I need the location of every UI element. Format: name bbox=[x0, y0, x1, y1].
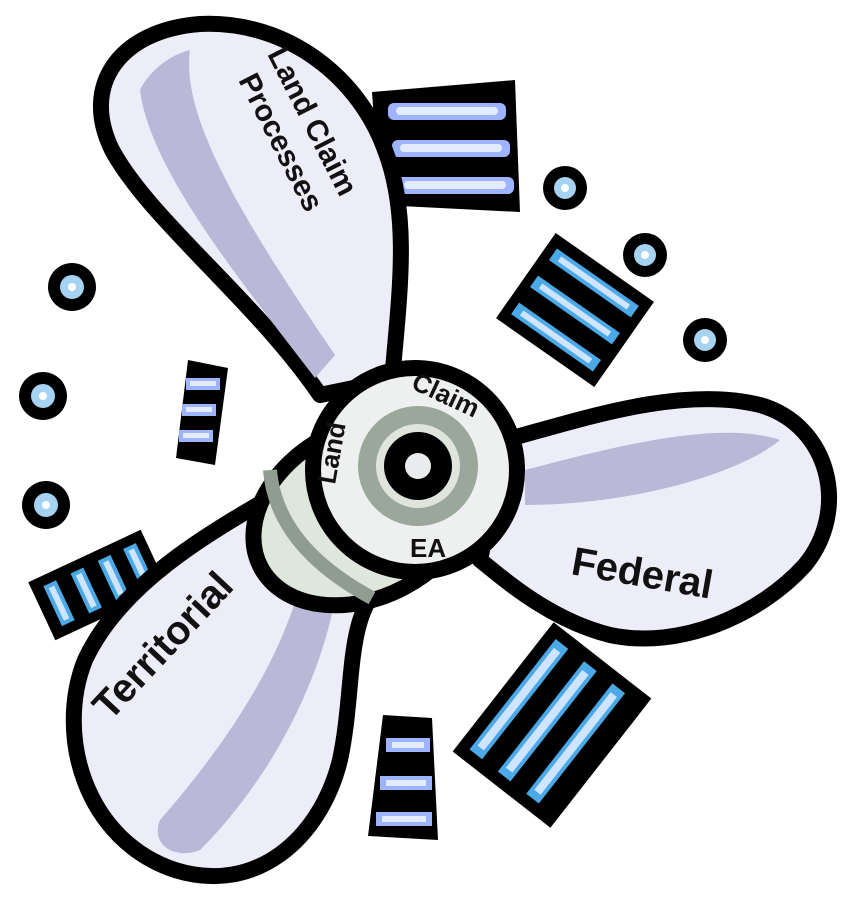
label-hub-ea: EA bbox=[410, 533, 446, 563]
motion-dot-icon bbox=[19, 372, 67, 420]
motion-dot-icon bbox=[683, 318, 727, 362]
blade-right bbox=[480, 399, 829, 638]
motion-dot-icon bbox=[22, 481, 70, 529]
motion-stripes-icon bbox=[176, 360, 228, 465]
motion-dot-icon bbox=[623, 233, 667, 277]
motion-dot-icon bbox=[48, 263, 96, 311]
motion-dot-icon bbox=[543, 166, 587, 210]
motion-stripes-icon bbox=[368, 715, 438, 840]
motion-stripes-icon bbox=[453, 622, 652, 828]
